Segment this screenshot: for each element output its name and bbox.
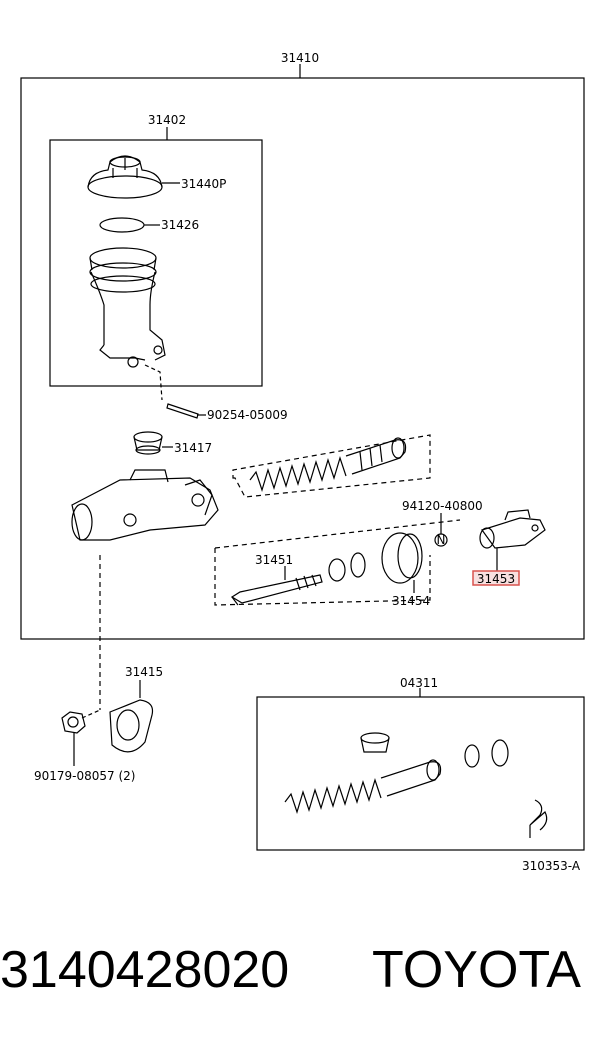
brand-name: TOYOTA bbox=[372, 941, 581, 999]
reservoir-cap bbox=[87, 155, 163, 199]
boot bbox=[381, 532, 423, 584]
n-symbol: N bbox=[437, 533, 446, 547]
reservoir-gasket bbox=[99, 217, 145, 233]
snap-ring bbox=[350, 552, 366, 578]
kit-spring-piston bbox=[284, 759, 442, 814]
body-gasket bbox=[109, 699, 154, 753]
label-pin: 90254-05009 bbox=[207, 408, 288, 422]
label-gasket: 31426 bbox=[161, 218, 199, 232]
part-number: 3140428020 bbox=[0, 941, 290, 999]
label-repair-kit: 04311 bbox=[400, 676, 438, 690]
label-nut: 90179-08057 (2) bbox=[34, 769, 136, 783]
label-grommet: 31417 bbox=[174, 441, 212, 455]
label-cap: 31440P bbox=[181, 177, 226, 191]
kit-washer bbox=[464, 744, 480, 768]
label-assembly: 31410 bbox=[281, 51, 319, 65]
clevis-highlight bbox=[472, 570, 520, 586]
label-ring-n: 94120-40800 bbox=[402, 499, 483, 513]
master-cylinder-body bbox=[71, 469, 219, 541]
assembly-frame bbox=[20, 77, 585, 640]
kit-clip bbox=[529, 799, 548, 838]
label-boot: 31454 bbox=[392, 594, 430, 608]
kit-grommet bbox=[360, 732, 390, 753]
reservoir-frame bbox=[49, 139, 263, 387]
kit-snap-ring bbox=[491, 739, 509, 767]
label-body-gasket: 31415 bbox=[125, 665, 163, 679]
label-drawing-no: 310353-A bbox=[522, 859, 581, 873]
label-push-rod: 31451 bbox=[255, 553, 293, 567]
repair-kit-frame bbox=[256, 696, 585, 851]
label-reservoir-group: 31402 bbox=[148, 113, 186, 127]
spring-piston bbox=[249, 437, 407, 492]
grommet bbox=[133, 431, 163, 455]
label-clevis: 31453 bbox=[477, 572, 515, 586]
reservoir-body bbox=[89, 247, 166, 368]
clevis bbox=[479, 509, 546, 549]
pin bbox=[166, 403, 199, 419]
push-rod bbox=[230, 574, 323, 606]
nut bbox=[61, 711, 86, 734]
washer bbox=[328, 558, 346, 582]
